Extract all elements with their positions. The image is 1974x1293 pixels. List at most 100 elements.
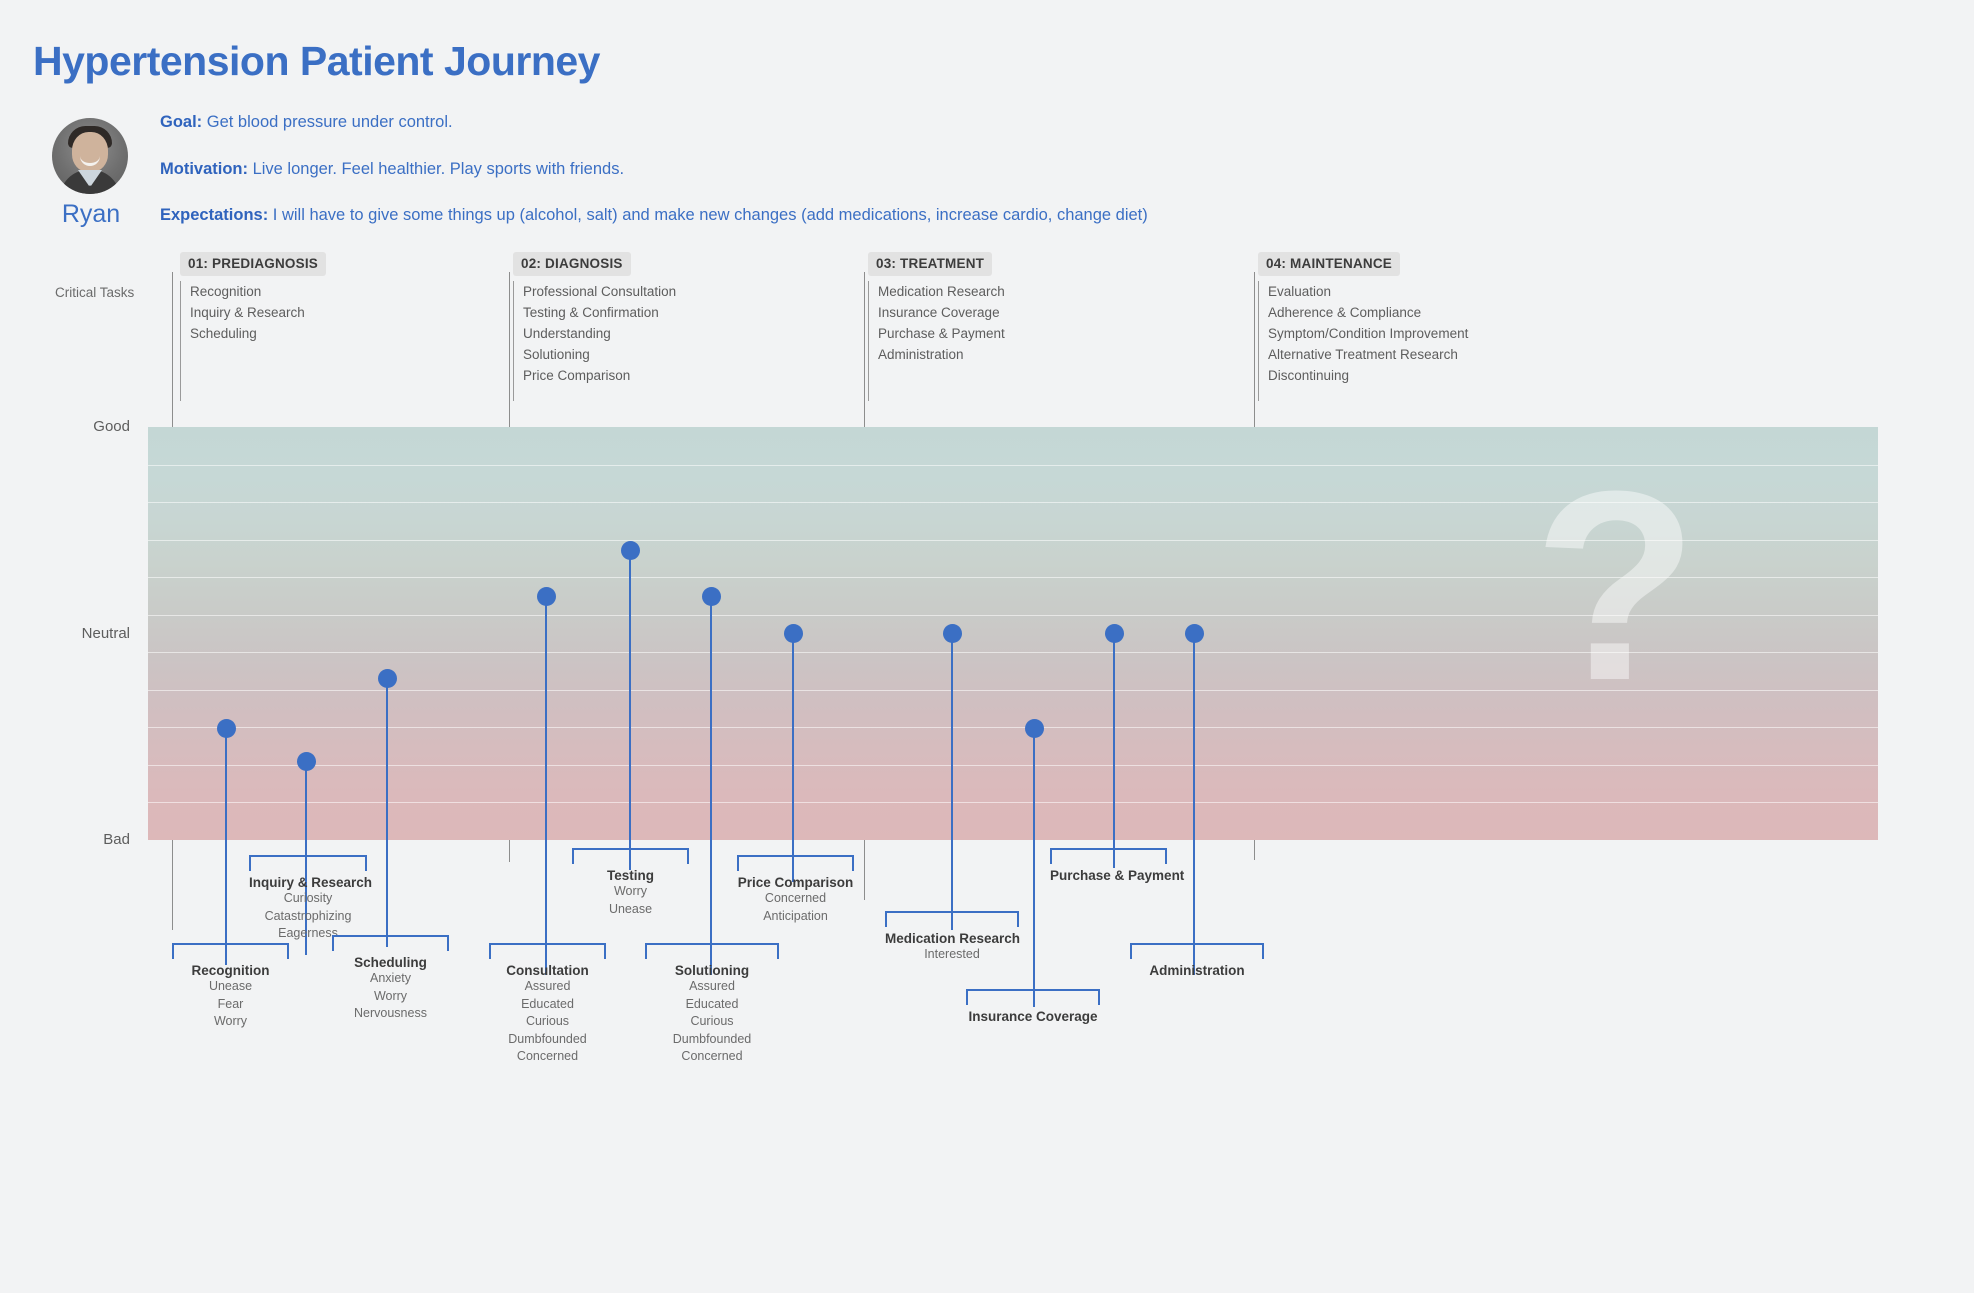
callout-title: Solutioning bbox=[674, 963, 750, 978]
critical-task-item: Price Comparison bbox=[523, 368, 631, 383]
touchpoint-callout[interactable]: Purchase & Payment bbox=[1050, 848, 1184, 883]
callout-emotion: Unease bbox=[608, 901, 653, 916]
callout-bracket bbox=[489, 943, 606, 959]
emotion-data-point[interactable] bbox=[783, 624, 803, 643]
goal-label: Goal: bbox=[160, 113, 203, 131]
stage-chip[interactable]: 01: PREDIAGNOSIS bbox=[180, 252, 326, 276]
emotion-stem bbox=[545, 596, 547, 975]
emotion-data-point[interactable] bbox=[1024, 718, 1044, 738]
touchpoint-callout[interactable]: Insurance Coverage bbox=[966, 989, 1100, 1024]
gridline bbox=[148, 802, 1878, 803]
gridline bbox=[148, 727, 1878, 728]
gridline bbox=[148, 502, 1878, 503]
callout-bracket bbox=[1130, 943, 1264, 959]
emotion-data-point[interactable] bbox=[620, 541, 640, 561]
critical-task-item: Administration bbox=[878, 347, 964, 362]
callout-title: Price Comparison bbox=[737, 875, 854, 890]
y-axis-label-neutral: Neutral bbox=[81, 624, 130, 642]
callout-bracket bbox=[737, 855, 854, 871]
critical-task-item: Adherence & Compliance bbox=[1268, 305, 1422, 320]
persona-motivation: Motivation: Live longer. Feel healthier.… bbox=[160, 160, 624, 179]
critical-task-item: Inquiry & Research bbox=[190, 305, 305, 320]
emotion-data-point[interactable] bbox=[216, 718, 236, 738]
emotion-stem bbox=[305, 761, 307, 955]
emotion-data-point[interactable] bbox=[701, 586, 721, 606]
critical-task-item: Purchase & Payment bbox=[878, 326, 1005, 341]
callout-emotion: Fear bbox=[217, 996, 244, 1011]
emotion-stem bbox=[792, 633, 794, 882]
emotion-data-point[interactable] bbox=[536, 586, 556, 606]
page-title: Hypertension Patient Journey bbox=[33, 38, 600, 84]
stage-chip[interactable]: 02: DIAGNOSIS bbox=[513, 252, 631, 276]
emotion-stem bbox=[225, 728, 227, 965]
callout-emotion: Dumbfounded bbox=[508, 1031, 587, 1046]
emotion-stem bbox=[386, 678, 388, 947]
goal-text: Get blood pressure under control. bbox=[202, 113, 453, 131]
callout-bracket bbox=[885, 911, 1019, 927]
critical-task-item: Symptom/Condition Improvement bbox=[1268, 326, 1469, 341]
callout-title: Scheduling bbox=[354, 955, 427, 970]
critical-task-item: Discontinuing bbox=[1268, 368, 1350, 383]
callout-emotion: Unease bbox=[208, 979, 253, 993]
callout-emotion: Concerned bbox=[516, 1049, 579, 1063]
touchpoint-callout[interactable]: Administration bbox=[1130, 943, 1264, 978]
callout-title: Testing bbox=[607, 868, 654, 883]
motivation-text: Live longer. Feel healthier. Play sports… bbox=[248, 160, 625, 178]
emotion-data-point[interactable] bbox=[1184, 624, 1204, 643]
critical-task-item: Understanding bbox=[523, 326, 611, 341]
callout-emotion: Nervousness bbox=[354, 1006, 427, 1020]
y-axis-label-good: Good bbox=[93, 418, 130, 435]
gridline bbox=[148, 540, 1878, 541]
emotion-data-point[interactable] bbox=[296, 752, 316, 772]
emotion-stem bbox=[1113, 633, 1115, 868]
callout-emotion: Eagerness bbox=[278, 926, 338, 940]
callout-title: Insurance Coverage bbox=[968, 1009, 1098, 1024]
critical-task-item: Insurance Coverage bbox=[878, 305, 1000, 320]
emotion-data-point[interactable] bbox=[377, 669, 397, 689]
callout-emotion: Anxiety bbox=[370, 971, 411, 985]
callout-emotion: Worry bbox=[373, 988, 408, 1003]
callout-emotion: Curious bbox=[690, 1014, 734, 1028]
callout-emotion: Assured bbox=[524, 979, 571, 993]
critical-task-item: Scheduling bbox=[190, 326, 257, 341]
gridline bbox=[148, 765, 1878, 766]
callout-bracket bbox=[249, 855, 367, 871]
expectations-text: I will have to give some things up (alco… bbox=[268, 206, 1148, 224]
callout-emotion: Worry bbox=[213, 1014, 248, 1028]
stage-chip[interactable]: 03: TREATMENT bbox=[868, 252, 993, 276]
callout-emotion: Educated bbox=[685, 996, 739, 1011]
callout-emotion: Assured bbox=[689, 979, 735, 993]
expectations-label: Expectations: bbox=[160, 206, 269, 224]
callout-title: Consultation bbox=[506, 963, 589, 978]
motivation-label: Motivation: bbox=[160, 160, 248, 178]
callout-emotion: Concerned bbox=[681, 1049, 743, 1063]
callout-bracket bbox=[172, 943, 289, 959]
callout-bracket bbox=[645, 943, 779, 959]
callout-emotion: Anticipation bbox=[763, 908, 828, 923]
emotion-data-point[interactable] bbox=[1104, 624, 1124, 643]
callout-emotion: Curiosity bbox=[283, 891, 333, 905]
callout-emotion: Worry bbox=[613, 884, 648, 898]
critical-task-item: Medication Research bbox=[878, 284, 1005, 299]
stage-chip[interactable]: 04: MAINTENANCE bbox=[1258, 252, 1401, 276]
callout-bracket bbox=[966, 989, 1100, 1005]
critical-task-item: Evaluation bbox=[1268, 284, 1332, 299]
callout-title: Administration bbox=[1149, 963, 1245, 978]
emotion-stem bbox=[710, 596, 712, 975]
callout-emotion: Educated bbox=[521, 996, 574, 1011]
callout-bracket bbox=[1050, 848, 1167, 864]
gridline bbox=[148, 615, 1878, 616]
emotion-data-point[interactable] bbox=[942, 624, 962, 643]
